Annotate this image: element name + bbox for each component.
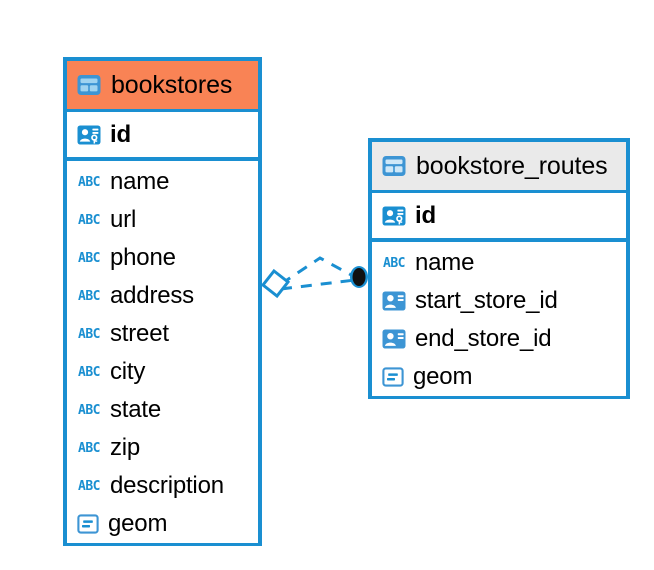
fields-list-bookstore-routes: ABC name start_store_id <box>372 242 626 399</box>
field-label: url <box>110 206 137 233</box>
field-label: geom <box>413 363 473 390</box>
geometry-icon <box>382 367 404 387</box>
field-label: geom <box>108 510 168 537</box>
table-title: bookstore_routes <box>416 151 608 180</box>
fields-list-bookstores: ABC name ABC url ABC phone ABC address A… <box>67 161 258 546</box>
abc-icon: ABC <box>78 288 100 304</box>
table-title: bookstores <box>111 70 233 99</box>
abc-icon: ABC <box>78 174 100 190</box>
abc-icon: ABC <box>78 478 100 494</box>
field-row-zip[interactable]: ABC zip <box>67 429 258 467</box>
table-header-bookstore-routes[interactable]: bookstore_routes <box>372 142 626 190</box>
field-row-url[interactable]: ABC url <box>67 201 258 239</box>
field-label: name <box>415 249 475 276</box>
table-bookstore-routes[interactable]: bookstore_routes id ABC nam <box>368 138 630 399</box>
field-label: street <box>110 320 169 347</box>
abc-icon: ABC <box>78 250 100 266</box>
table-icon <box>382 156 406 176</box>
field-row-id[interactable]: id <box>67 112 258 157</box>
field-row-street[interactable]: ABC street <box>67 315 258 353</box>
field-label: name <box>110 168 170 195</box>
field-label: address <box>110 282 194 309</box>
field-row-phone[interactable]: ABC phone <box>67 239 258 277</box>
field-label: end_store_id <box>415 325 552 352</box>
field-row-name[interactable]: ABC name <box>372 244 626 282</box>
abc-icon: ABC <box>78 364 100 380</box>
field-row-geom[interactable]: geom <box>67 505 258 543</box>
field-label: city <box>110 358 146 385</box>
field-label: state <box>110 396 162 423</box>
field-row-name[interactable]: ABC name <box>67 163 258 201</box>
field-row-city[interactable]: ABC city <box>67 353 258 391</box>
abc-icon: ABC <box>78 212 100 228</box>
field-row-geom[interactable]: geom <box>372 358 626 396</box>
field-row-end-store-id[interactable]: end_store_id <box>372 320 626 358</box>
abc-icon: ABC <box>78 326 100 342</box>
primary-key-icon <box>382 206 406 225</box>
field-row-description[interactable]: ABC description <box>67 467 258 505</box>
field-row-id[interactable]: id <box>372 193 626 238</box>
field-label: description <box>110 472 224 499</box>
diamond-outline-marker <box>260 268 291 299</box>
field-row-start-store-id[interactable]: start_store_id <box>372 282 626 320</box>
table-header-bookstores[interactable]: bookstores <box>67 61 258 109</box>
abc-icon: ABC <box>383 255 405 271</box>
field-label: start_store_id <box>415 287 558 314</box>
field-label: zip <box>110 434 141 461</box>
relationship-line-lower <box>280 278 356 291</box>
primary-key-section: id <box>372 190 626 242</box>
foreign-key-icon <box>382 291 406 311</box>
field-label: id <box>415 201 436 229</box>
filled-circle-marker <box>350 266 368 288</box>
abc-icon: ABC <box>78 440 100 456</box>
field-row-state[interactable]: ABC state <box>67 391 258 429</box>
foreign-key-icon <box>382 329 406 349</box>
relationship-line-upper <box>280 256 356 286</box>
field-row-address[interactable]: ABC address <box>67 277 258 315</box>
geometry-icon <box>77 514 99 534</box>
primary-key-section: id <box>67 109 258 161</box>
table-bookstores[interactable]: bookstores id ABC name <box>63 57 262 546</box>
primary-key-icon <box>77 125 101 144</box>
abc-icon: ABC <box>78 402 100 418</box>
table-icon <box>77 75 101 95</box>
field-label: phone <box>110 244 176 271</box>
field-label: id <box>110 120 131 148</box>
